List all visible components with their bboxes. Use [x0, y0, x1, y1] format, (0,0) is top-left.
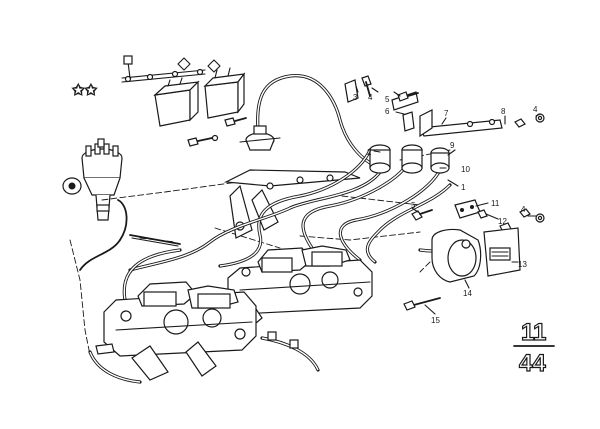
star-marker: ✩✩	[72, 82, 98, 99]
screw-set	[187, 117, 247, 147]
mounting-bracket	[223, 169, 361, 239]
callout-leaders	[355, 85, 541, 315]
callout-1: 1	[461, 183, 466, 192]
page-ref-bottom: 44	[519, 350, 546, 377]
callout-11: 11	[491, 199, 500, 208]
callout-5a: 5	[385, 95, 390, 104]
callout-labels: 1 2 3 4 4 4 5 5 6 7 8 9 10 11 12 13 14 1…	[353, 93, 538, 325]
page-ref-top: 11	[521, 319, 546, 346]
distributor	[62, 138, 128, 271]
relay-pair	[121, 55, 246, 127]
callout-2: 2	[367, 148, 372, 157]
callout-10: 10	[461, 165, 470, 174]
carburettor-right	[227, 245, 373, 329]
callout-14: 14	[463, 289, 472, 298]
callout-7: 7	[444, 109, 449, 118]
rod	[129, 234, 181, 247]
callout-9: 9	[450, 141, 455, 150]
vacuum-unit	[239, 74, 382, 170]
callout-4c: 4	[521, 205, 526, 214]
callout-15: 15	[431, 316, 440, 325]
callout-8: 8	[501, 107, 506, 116]
page-reference: 11 44	[513, 318, 555, 378]
callout-13: 13	[518, 260, 527, 269]
solenoid-valves	[344, 79, 503, 174]
callout-4a: 4	[368, 93, 373, 102]
callout-6: 6	[385, 107, 390, 116]
hose-pieces	[88, 331, 320, 384]
carburettor-left	[95, 281, 257, 381]
callout-4b: 4	[533, 105, 538, 114]
callout-5b: 5	[411, 201, 416, 210]
control-unit	[431, 227, 521, 283]
callout-3: 3	[353, 93, 358, 102]
callout-12: 12	[498, 217, 507, 226]
